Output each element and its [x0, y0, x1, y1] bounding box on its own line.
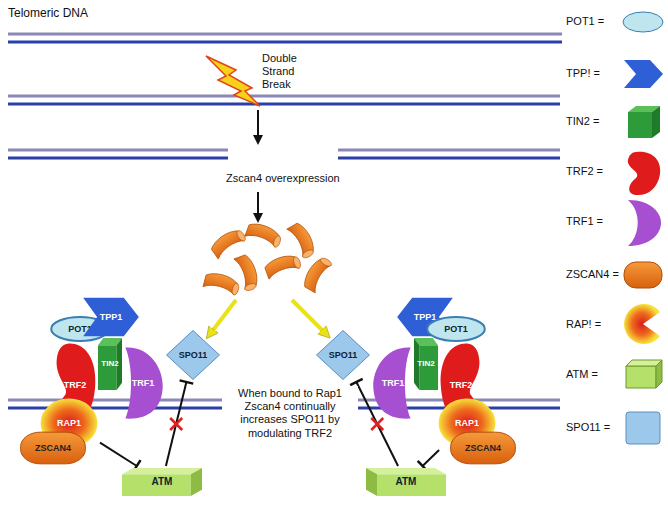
- protein-label: TIN2: [417, 360, 434, 368]
- step-label: Zscan4 overexpression: [226, 172, 340, 185]
- spo11-protein: SPO11: [316, 330, 370, 380]
- protein-label: RAP1: [57, 419, 81, 428]
- legend-entry: TPP! =: [566, 67, 600, 79]
- inhibition-connector: [100, 443, 141, 472]
- protein-label: TPP1: [100, 313, 123, 322]
- tin2-protein: TIN2: [414, 338, 438, 390]
- protein-label: ZSCAN4: [465, 444, 501, 453]
- trf1-protein: TRF1: [122, 346, 164, 420]
- mechanism-note: When bound to Rap1 Zscan4 continually in…: [222, 386, 358, 441]
- zscan4-protein: ZSCAN4: [450, 430, 516, 466]
- break-label: Double Strand Break: [262, 52, 308, 92]
- legend-entry: TRF2 =: [566, 165, 603, 177]
- protein-label: TRF2: [64, 381, 87, 390]
- protein-label: ATM: [396, 477, 417, 487]
- protein-label: TRF1: [132, 379, 155, 388]
- protein-label: TPP1: [414, 313, 437, 322]
- legend-entry: POT1 =: [566, 15, 604, 27]
- legend-entry: ATM =: [566, 368, 598, 380]
- atm-protein: ATM: [366, 468, 446, 496]
- protein-label: SPO11: [179, 351, 208, 360]
- protein-label: ATM: [152, 477, 173, 487]
- legend-entry: TIN2 =: [566, 115, 599, 127]
- protein-label: SPO11: [329, 351, 358, 360]
- legend-entry: ZSCAN4 =: [566, 268, 619, 280]
- inhibition-connector: [418, 450, 439, 471]
- inhibition-connector: [166, 380, 193, 466]
- protein-label: TIN2: [101, 360, 118, 368]
- zscan4-protein: ZSCAN4: [20, 430, 86, 466]
- protein-label: ZSCAN4: [35, 444, 71, 453]
- pot1-protein: POT1: [426, 316, 486, 342]
- atm-protein: ATM: [122, 468, 202, 496]
- tpp1-protein: TPP1: [82, 296, 140, 338]
- trf1-protein: TRF1: [372, 346, 414, 420]
- protein-label: POT1: [444, 325, 468, 334]
- dna-label: Telomeric DNA: [8, 6, 88, 20]
- legend-entry: SPO11 =: [566, 421, 610, 433]
- tin2-protein: TIN2: [98, 338, 122, 390]
- protein-label: RAP1: [455, 419, 479, 428]
- legend-entry: RAP! =: [566, 318, 601, 330]
- protein-label: TRF1: [382, 379, 405, 388]
- protein-label: TRF2: [450, 381, 473, 390]
- spo11-protein: SPO11: [166, 330, 220, 380]
- legend-entry: TRF1 =: [566, 215, 603, 227]
